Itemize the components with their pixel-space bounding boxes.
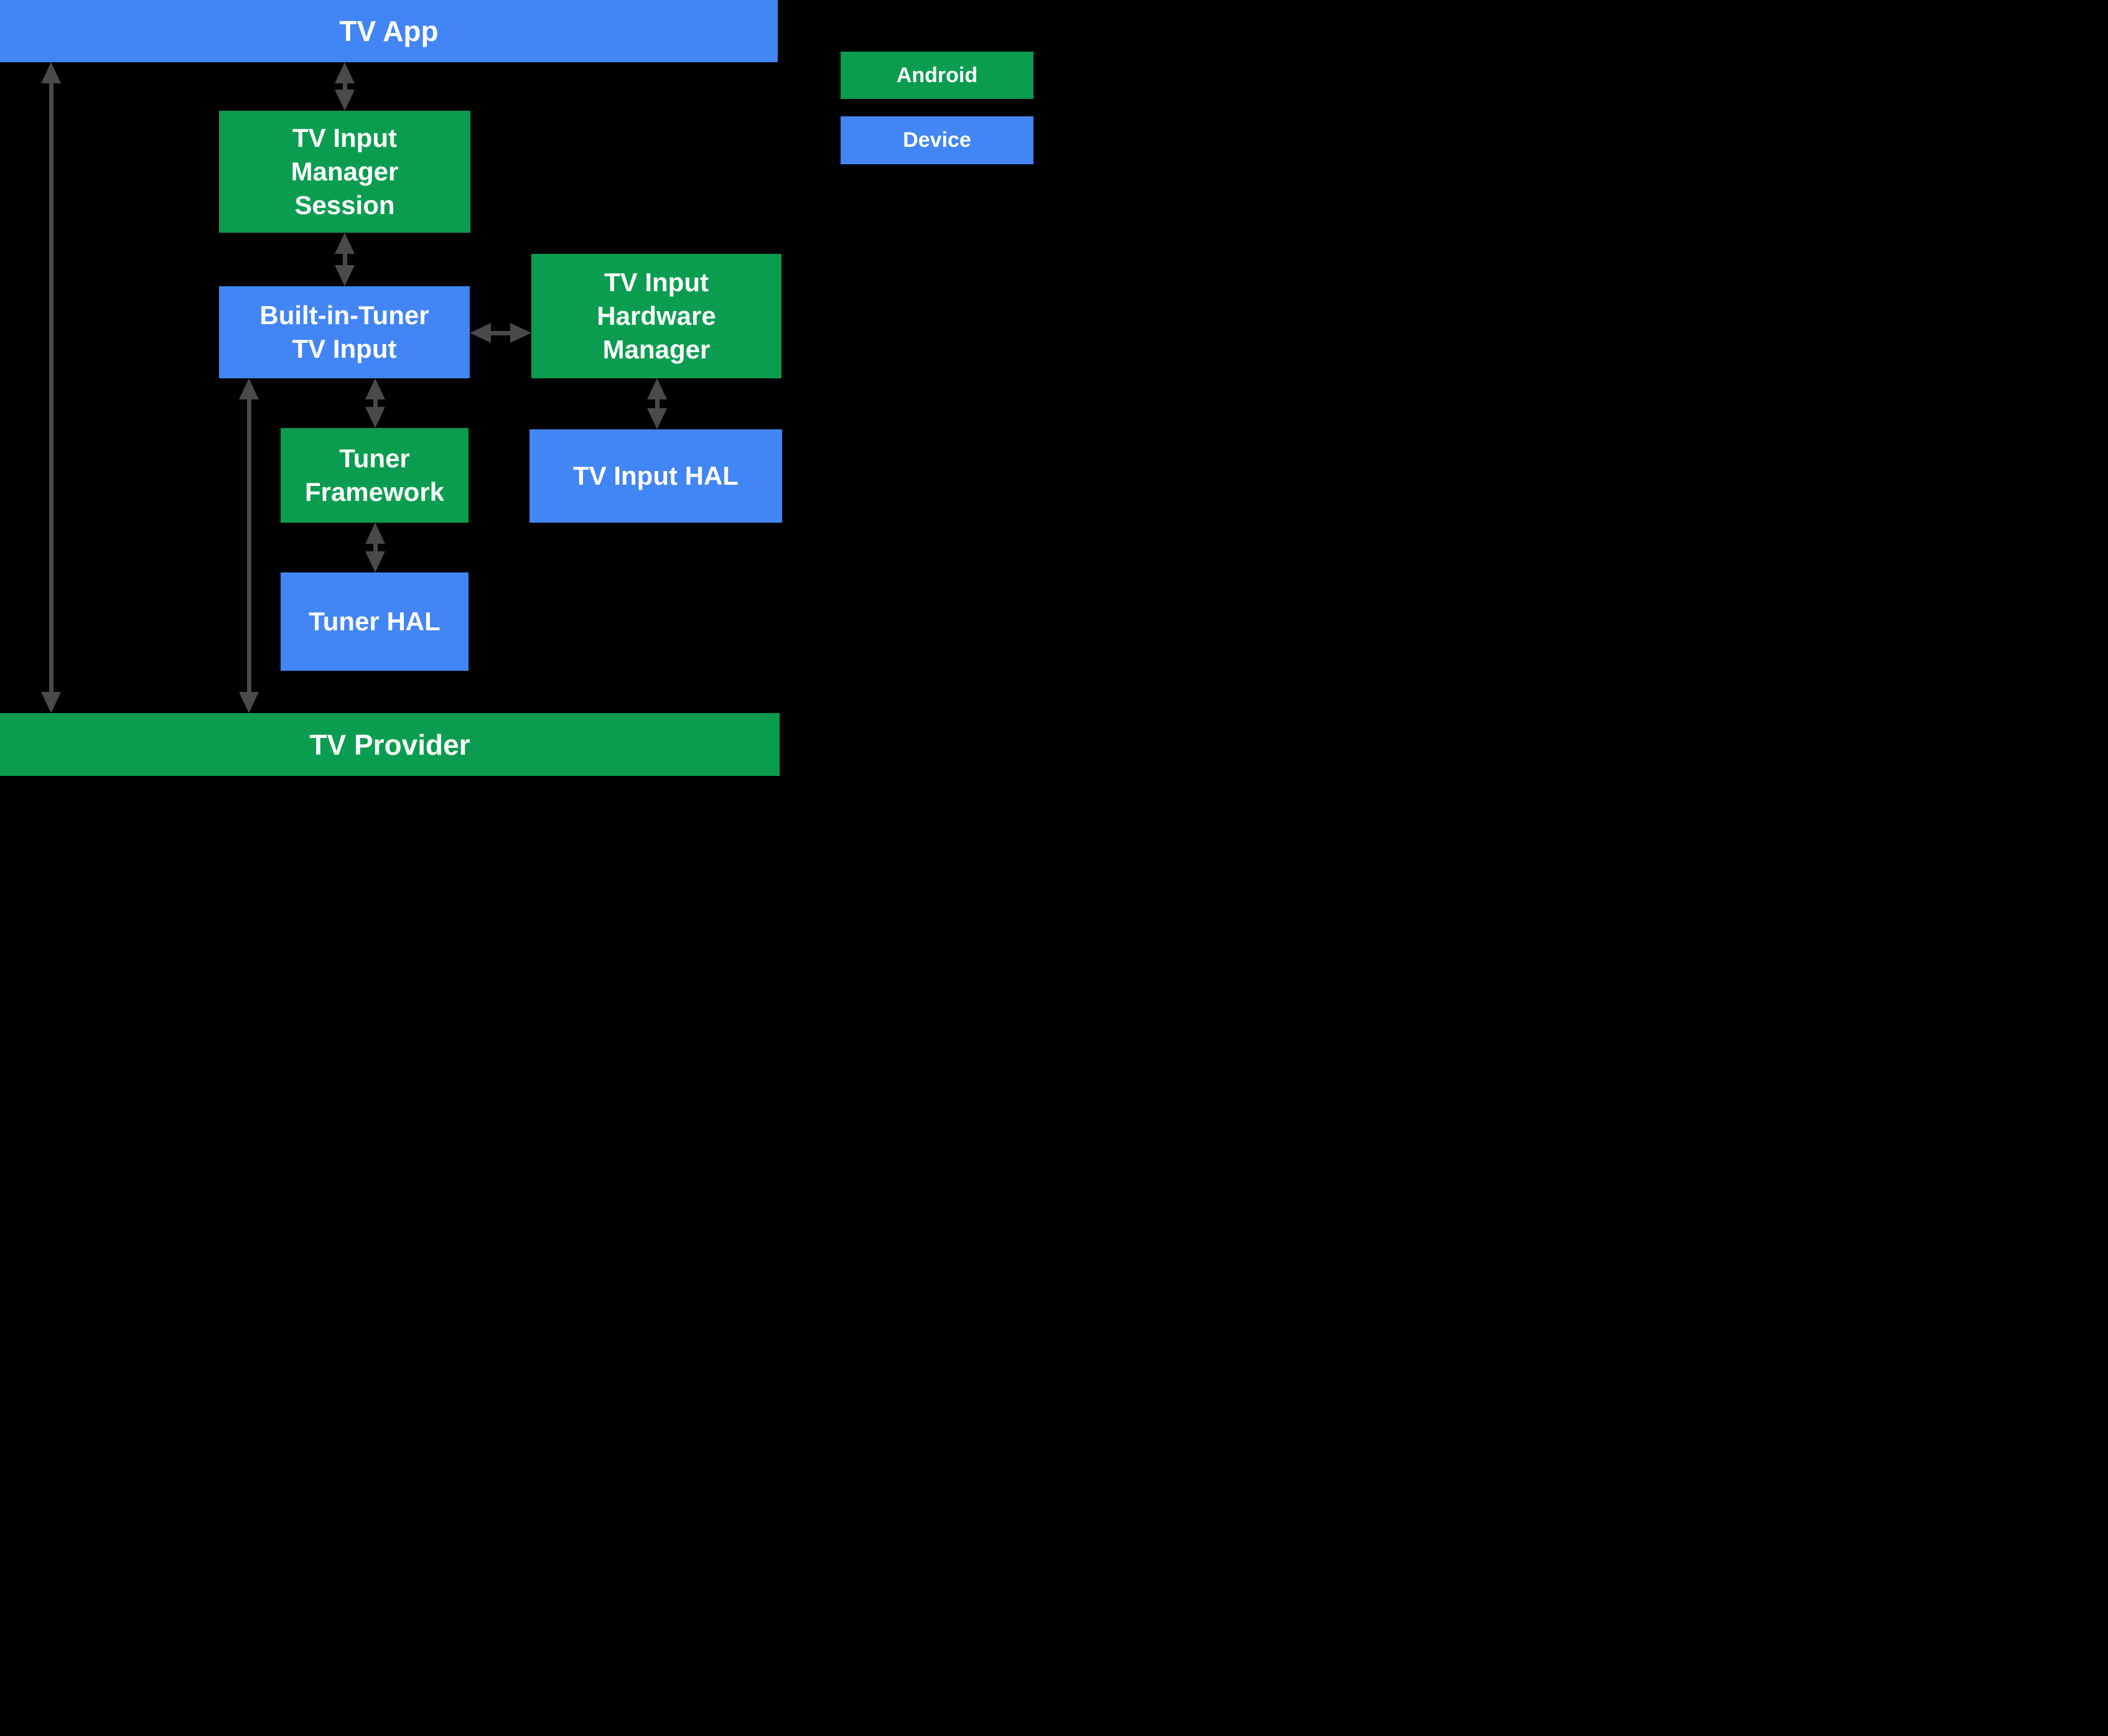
arrowhead-up-icon bbox=[365, 378, 385, 399]
arrowhead-up-icon bbox=[365, 523, 385, 544]
legend-item-android: Android bbox=[841, 52, 1033, 99]
arrowhead-right-icon bbox=[510, 323, 531, 343]
diagram-canvas: TV App TV Input Manager Session Built-in… bbox=[0, 0, 1054, 868]
arrow-shaft bbox=[342, 83, 347, 90]
arrowhead-down-icon bbox=[365, 551, 385, 572]
node-tv-input-hardware-manager-label: TV Input Hardware Manager bbox=[597, 268, 716, 364]
node-tv-provider-label: TV Provider bbox=[309, 728, 470, 761]
arrowhead-down-icon bbox=[365, 407, 385, 428]
arrow-tunerframework-tunerhal bbox=[365, 523, 385, 572]
arrow-shaft bbox=[491, 330, 510, 335]
node-tv-app-label: TV App bbox=[339, 15, 439, 47]
arrowhead-down-icon bbox=[335, 265, 355, 286]
legend-device-label: Device bbox=[903, 128, 971, 152]
arrow-builtin-tvprovider bbox=[239, 378, 259, 713]
node-tuner-hal: Tuner HAL bbox=[281, 572, 469, 671]
arrowhead-up-icon bbox=[335, 62, 355, 83]
arrow-builtin-hwmanager bbox=[470, 323, 531, 343]
node-tv-input-manager-session-label: TV Input Manager Session bbox=[291, 123, 399, 220]
arrow-session-builtin bbox=[335, 233, 355, 286]
arrow-shaft bbox=[49, 83, 54, 692]
arrow-builtin-tunerframework bbox=[365, 378, 385, 428]
arrow-shaft bbox=[373, 544, 378, 551]
arrowhead-down-icon bbox=[239, 692, 259, 713]
arrowhead-down-icon bbox=[335, 90, 355, 111]
node-tv-provider: TV Provider bbox=[0, 713, 780, 776]
node-tuner-framework-label: Tuner Framework bbox=[304, 444, 445, 506]
node-tv-input-hal: TV Input HAL bbox=[529, 429, 782, 523]
arrow-shaft bbox=[373, 399, 378, 407]
legend-android-label: Android bbox=[896, 63, 978, 87]
arrow-tvapp-session bbox=[335, 62, 355, 111]
arrow-tvapp-tvprovider bbox=[41, 62, 61, 713]
node-tuner-framework: Tuner Framework bbox=[281, 428, 469, 523]
node-built-in-tuner-tv-input-label: Built-in-Tuner TV Input bbox=[259, 301, 429, 363]
arrowhead-up-icon bbox=[335, 233, 355, 254]
arrow-shaft bbox=[655, 399, 660, 408]
arrow-shaft bbox=[246, 399, 251, 692]
legend-item-device: Device bbox=[841, 116, 1033, 164]
node-tv-app: TV App bbox=[0, 0, 778, 62]
arrowhead-up-icon bbox=[41, 62, 61, 83]
arrowhead-up-icon bbox=[647, 378, 667, 399]
node-tv-input-manager-session: TV Input Manager Session bbox=[219, 111, 470, 233]
arrowhead-up-icon bbox=[239, 378, 259, 399]
arrowhead-down-icon bbox=[41, 692, 61, 713]
node-tuner-hal-label: Tuner HAL bbox=[309, 607, 441, 636]
node-tv-input-hardware-manager: TV Input Hardware Manager bbox=[531, 254, 781, 378]
arrowhead-left-icon bbox=[470, 323, 491, 343]
node-tv-input-hal-label: TV Input HAL bbox=[573, 461, 739, 490]
arrowhead-down-icon bbox=[647, 408, 667, 429]
arrow-shaft bbox=[342, 254, 347, 265]
arrow-hwmanager-tvinputhal bbox=[647, 378, 667, 429]
node-built-in-tuner-tv-input: Built-in-Tuner TV Input bbox=[219, 286, 470, 378]
